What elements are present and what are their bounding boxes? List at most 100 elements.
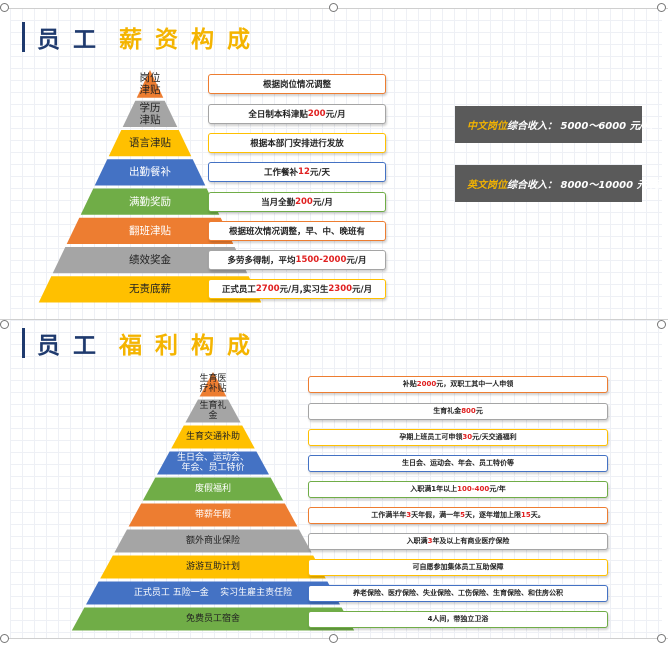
side-box-label: 中文岗位 <box>467 121 507 132</box>
benefits-tier-label: 生育礼 金 <box>199 400 227 421</box>
salary-tier-note: 根据班次情况调整，早、中、晚班有 <box>208 220 386 241</box>
resize-handle-left-mid[interactable] <box>0 320 9 329</box>
salary-pyramid-tier-4 <box>94 159 206 186</box>
note-highlight-value: 100-400 <box>457 485 490 493</box>
benefits-pyramid-tier-10 <box>71 607 355 631</box>
salary-title-prefix: 员工 <box>37 27 109 53</box>
benefits-pyramid-tier-9 <box>86 581 340 605</box>
note-text: 元/年 <box>489 485 506 493</box>
benefits-tier-note: 生日会、运动会、年会、员工特价等 <box>308 454 608 472</box>
benefits-pyramid-tier-2 <box>185 399 241 423</box>
benefits-tier-label: 生育交通补助 <box>185 431 240 442</box>
benefits-tier-label: 废假福利 <box>194 483 231 494</box>
note-text: 年及以上有商业医疗保险 <box>432 537 510 545</box>
benefits-tier-label: 游游互助计划 <box>185 561 240 572</box>
note-highlight-value: 2000 <box>416 380 437 389</box>
note-highlight-value: 2700 <box>255 284 280 295</box>
resize-handle-bottom-left[interactable] <box>0 634 9 643</box>
benefits-tier-label: 正式员工 五险一金 实习生雇主责任险 <box>133 587 293 598</box>
note-highlight-value: 30 <box>462 433 473 441</box>
resize-handle-bottom-mid[interactable] <box>329 634 338 643</box>
note-text: 天年假，满一年 <box>411 511 461 519</box>
benefits-tier-label: 带薪年假 <box>194 509 231 520</box>
salary-tier-note: 根据岗位情况调整 <box>208 73 386 94</box>
note-text: 天，逐年增加上限 <box>465 511 521 519</box>
note-text: 元/月,实习生 <box>279 285 329 296</box>
note-highlight-value: 12 <box>298 167 310 178</box>
salary-tier-label: 翻班津贴 <box>128 224 171 237</box>
benefits-tier-label: 免费员工宿舍 <box>185 613 240 624</box>
salary-section-title: 员工 薪资构成 <box>22 20 263 54</box>
note-text: 元/天 <box>309 168 330 179</box>
salary-pyramid-tier-7 <box>52 247 248 274</box>
note-highlight-value: 800 <box>461 407 476 415</box>
salary-pyramid-tier-6 <box>66 217 234 244</box>
resize-handle-top-mid[interactable] <box>329 3 338 12</box>
title-accent-bar <box>22 328 25 358</box>
benefits-tier-note: 养老保险、医疗保险、失业保险、工伤保险、生育保险、和住房公积 <box>308 584 608 602</box>
salary-pyramid-tier-5 <box>80 188 220 215</box>
note-highlight-value: 2300 <box>328 284 353 295</box>
note-text: 入职满1年以上 <box>410 485 458 493</box>
benefits-title-main: 福利构成 <box>119 333 263 359</box>
note-highlight-value: 3 <box>427 537 433 545</box>
note-highlight-value: 1500-2000 <box>295 255 347 266</box>
salary-pyramid-tier-2 <box>122 100 178 127</box>
resize-handle-right-mid[interactable] <box>657 320 666 329</box>
benefits-section-title: 员工 福利构成 <box>22 326 263 360</box>
benefits-tier-note: 4人间，带独立卫浴 <box>308 610 608 628</box>
note-text: 天。 <box>530 511 545 519</box>
note-text: 全日制本科津贴 <box>248 109 308 120</box>
note-text: 补贴 <box>402 380 417 389</box>
note-text: 4人间，带独立卫浴 <box>427 615 489 623</box>
salary-tier-label: 学历 津贴 <box>139 101 161 126</box>
resize-handle-top-right[interactable] <box>657 3 666 12</box>
note-text: 可自愿参加集体员工互助保障 <box>412 563 504 571</box>
salary-title-main: 薪资构成 <box>119 27 263 53</box>
salary-tier-note: 根据本部门安排进行发放 <box>208 133 386 154</box>
benefits-tier-label: 额外商业保险 <box>185 535 240 546</box>
note-text: 根据班次情况调整，早、中、晚班有 <box>228 226 365 237</box>
resize-handle-top-left[interactable] <box>0 3 9 12</box>
note-text: 元，双职工其中一人申领 <box>436 380 514 389</box>
note-highlight-value: 5 <box>460 511 465 519</box>
salary-tier-label: 满勤奖励 <box>128 195 171 208</box>
benefits-title-prefix: 员工 <box>37 333 109 359</box>
note-text: 生育礼金 <box>433 407 462 415</box>
benefits-pyramid-tier-7 <box>114 529 312 553</box>
salary-pyramid-tier-3 <box>108 130 192 157</box>
benefits-pyramid-tier-5 <box>142 477 284 501</box>
salary-tier-label: 出勤餐补 <box>128 166 171 179</box>
note-text: 元/月 <box>352 285 373 296</box>
note-highlight-value: 200 <box>295 196 313 207</box>
note-text: 正式员工 <box>221 285 256 296</box>
salary-tier-label: 无责底薪 <box>128 283 171 296</box>
salary-tier-label: 岗位 津贴 <box>139 71 161 96</box>
note-text: 养老保险、医疗保险、失业保险、工伤保险、生育保险、和住房公积 <box>353 589 563 597</box>
benefits-pyramid-tier-8 <box>100 555 326 579</box>
resize-handle-bottom-right[interactable] <box>657 634 666 643</box>
side-box-text: 综合收入： 5000～6000 元/月 <box>507 121 654 132</box>
note-text: 生日会、运动会、年会、员工特价等 <box>402 459 514 467</box>
note-text: 元 <box>475 407 483 415</box>
side-box-label: 英文岗位 <box>467 180 507 191</box>
salary-pyramid-tier-1 <box>136 70 164 98</box>
chinese-position-income-box: 中文岗位 综合收入： 5000～6000 元/月 <box>455 106 653 143</box>
frame-middle-edge <box>0 319 668 320</box>
note-text: 多劳多得制，平均 <box>227 256 296 267</box>
note-text: 元/天交通福利 <box>472 433 517 441</box>
note-text: 当月全勤 <box>261 197 296 208</box>
english-position-income-box: 英文岗位 综合收入： 8000～10000 元/月 <box>455 165 660 202</box>
